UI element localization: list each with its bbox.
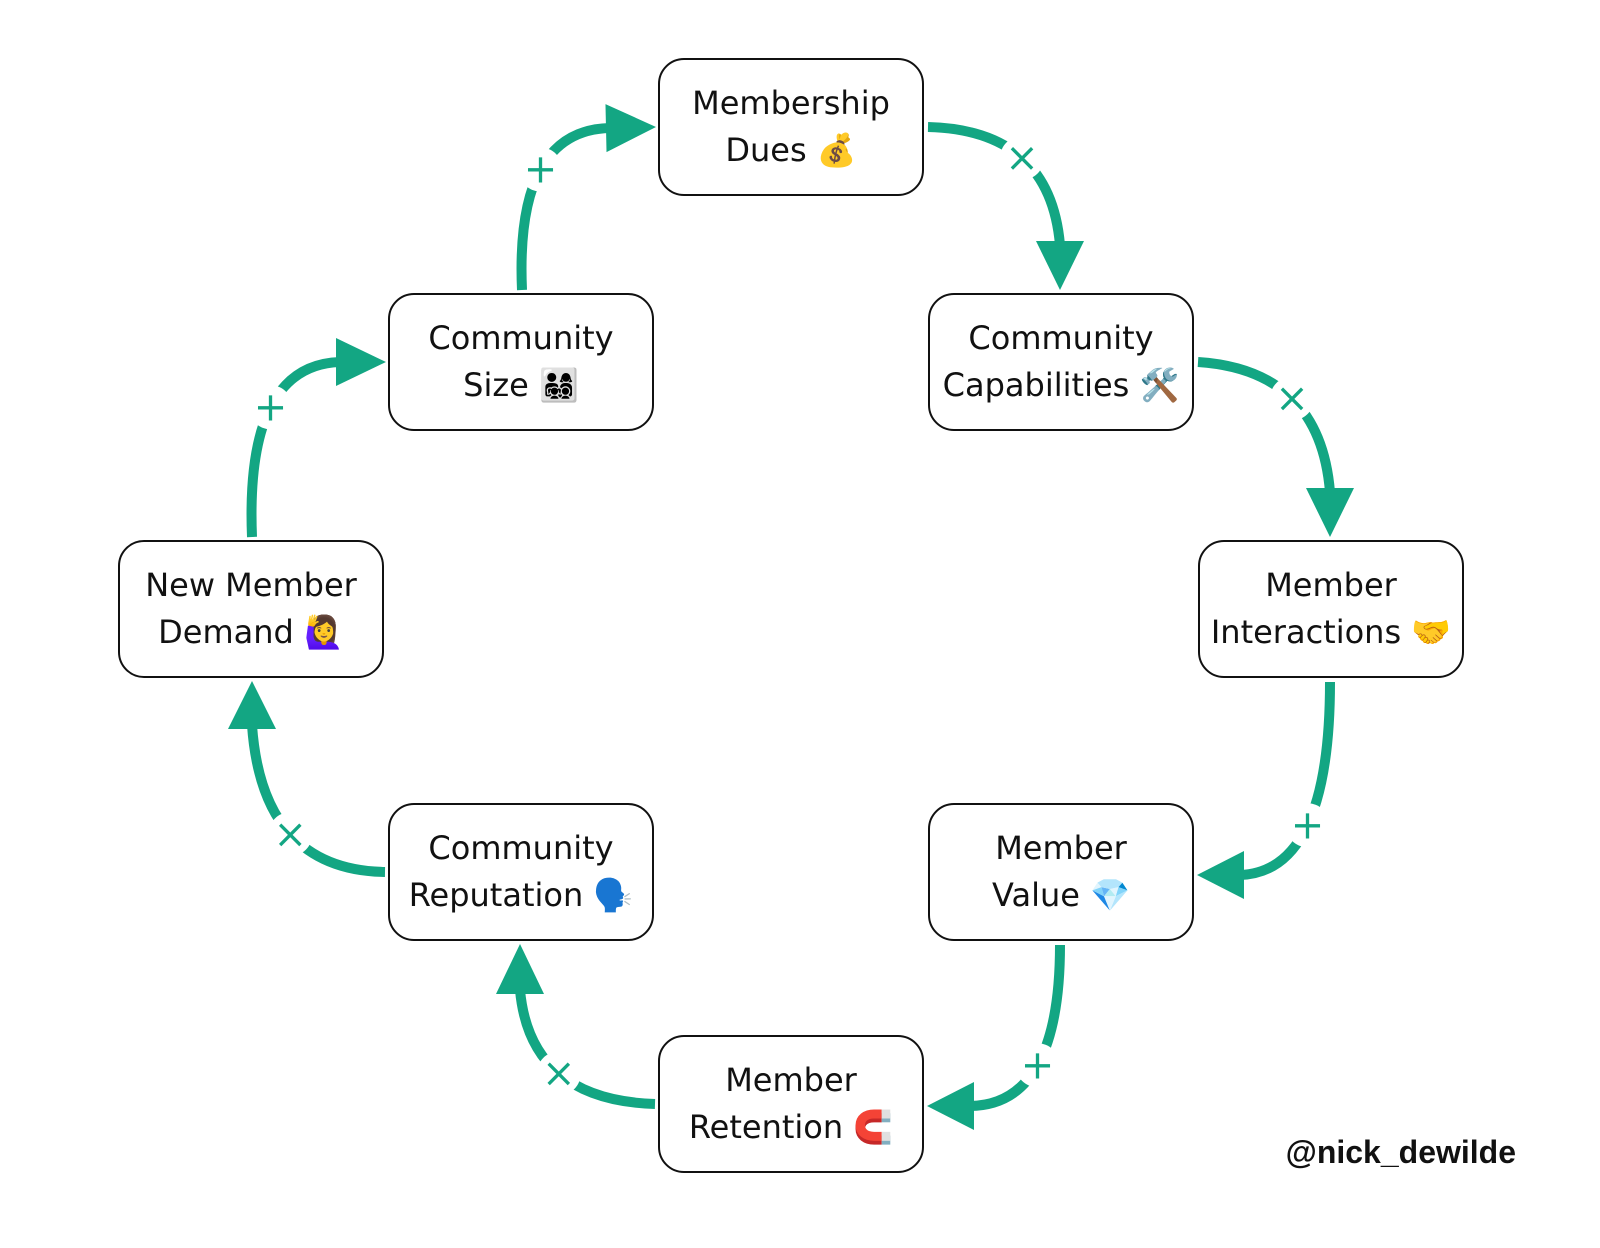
- node-label: Value 💎: [992, 876, 1130, 914]
- arrow-shaft: [927, 122, 1065, 246]
- polarity-sign: ×: [542, 1051, 576, 1097]
- node-label: Member: [725, 1061, 857, 1099]
- node-community-capabilities: Community Capabilities 🛠️: [928, 293, 1194, 431]
- node-label: Membership: [692, 84, 890, 122]
- polarity-sign: +: [524, 147, 558, 193]
- author-credit: @nick_dewilde: [1285, 1134, 1516, 1170]
- polarity-sign: +: [1291, 802, 1325, 848]
- sign-gap: [1285, 803, 1330, 848]
- node-label: Demand 🙋‍♀️: [158, 613, 344, 651]
- node-new-member-demand: New Member Demand 🙋‍♀️: [118, 540, 384, 678]
- node-community-size: Community Size 👨‍👩‍👧‍👦: [388, 293, 654, 431]
- sign-gap: [1015, 1043, 1060, 1088]
- sign-gap: [518, 147, 563, 192]
- polarity-sign: ×: [1005, 135, 1039, 181]
- node-member-retention: Member Retention 🧲: [658, 1035, 924, 1173]
- node-label: Community: [428, 319, 614, 357]
- arrowhead: [1036, 241, 1084, 290]
- node-label: Interactions 🤝: [1210, 613, 1452, 651]
- node-member-interactions: Member Interactions 🤝: [1198, 540, 1464, 678]
- sign-gap: [1270, 376, 1314, 421]
- node-community-reputation: Community Reputation 🗣️: [388, 803, 654, 941]
- node-label: Community: [968, 319, 1154, 357]
- polarity-sign: +: [254, 384, 288, 430]
- node-label: Community: [428, 829, 614, 867]
- node-membership-dues: Membership Dues 💰: [658, 58, 924, 196]
- arrowhead: [496, 944, 544, 994]
- polarity-sign: +: [1021, 1042, 1055, 1088]
- arrowhead: [228, 681, 276, 729]
- arrowhead: [605, 104, 656, 153]
- arrowhead: [1306, 488, 1354, 537]
- sign-gap: [268, 812, 313, 857]
- arrowhead: [336, 338, 386, 386]
- node-label: Capabilities 🛠️: [942, 366, 1180, 404]
- sign-gap: [248, 385, 293, 430]
- node-label: Member: [1265, 566, 1397, 604]
- arrowhead: [1197, 851, 1244, 899]
- node-label: Member: [995, 829, 1127, 867]
- polarity-sign: ×: [1275, 376, 1309, 422]
- arrow-shaft: [1197, 357, 1335, 493]
- arrow-shaft: [515, 989, 656, 1109]
- node-label: Size 👨‍👩‍👧‍👦: [463, 366, 579, 404]
- polarity-sign: ×: [273, 811, 307, 857]
- node-member-value: Member Value 💎: [928, 803, 1194, 941]
- node-label: Retention 🧲: [688, 1108, 894, 1146]
- arrowhead: [927, 1082, 974, 1130]
- node-label: Dues 💰: [725, 131, 857, 169]
- node-label: New Member: [145, 566, 357, 604]
- node-label: Reputation 🗣️: [408, 876, 634, 914]
- arrow-shaft: [247, 724, 386, 877]
- sign-gap: [1000, 136, 1044, 180]
- sign-gap: [536, 1051, 581, 1096]
